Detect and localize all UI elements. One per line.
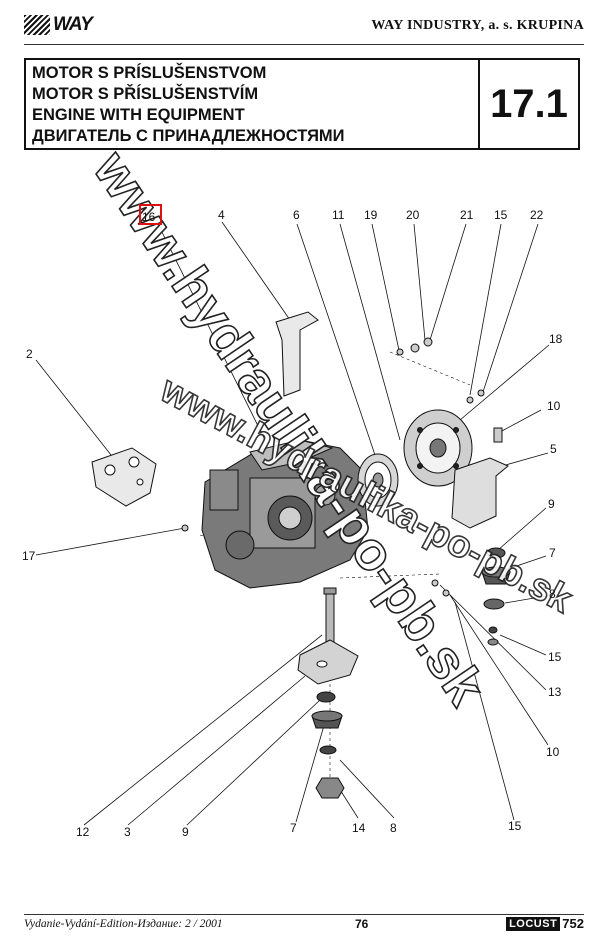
callout-22: 22 <box>530 208 544 222</box>
callout-15-mid: 15 <box>548 650 562 664</box>
title-slovak: MOTOR S PRÍSLUŠENSTVOM <box>32 64 267 82</box>
callout-20: 20 <box>406 208 420 222</box>
header-divider <box>24 44 584 45</box>
callout-12: 12 <box>76 825 90 839</box>
callout-9-right: 9 <box>548 497 555 511</box>
callout-6: 6 <box>293 208 300 222</box>
callout-labels: 16 4 6 11 19 20 21 15 22 18 10 2 5 9 17 … <box>22 208 563 839</box>
title-block: MOTOR S PRÍSLUŠENSTVOM MOTOR S PŘÍSLUŠEN… <box>24 58 580 150</box>
title-russian: ДВИГАТЕЛЬ С ПРИНАДЛЕЖНОСТЯМИ <box>32 127 345 145</box>
brand-mark: LOCUST 752 <box>506 916 584 931</box>
callout-7-right: 7 <box>549 546 556 560</box>
callout-11: 11 <box>332 208 345 222</box>
title-czech: MOTOR S PŘÍSLUŠENSTVÍM <box>32 85 259 103</box>
callout-14: 14 <box>352 821 366 835</box>
callout-16: 16 <box>142 210 156 224</box>
callout-9-bottom: 9 <box>182 825 189 839</box>
edition-info: Vydanie-Vydání-Edition-Издание: 2 / 2001 <box>24 918 223 930</box>
callout-17: 17 <box>22 549 36 563</box>
mount-stack-right <box>481 547 511 646</box>
leader-lines <box>35 221 550 826</box>
logo-text: WAY <box>53 14 93 35</box>
callout-3: 3 <box>124 825 131 839</box>
callout-7-bottom: 7 <box>290 821 297 835</box>
page-number: 76 <box>355 917 369 931</box>
way-logo: WAY <box>24 14 93 36</box>
small-fasteners <box>181 337 503 597</box>
callout-13: 13 <box>548 685 562 699</box>
callout-10-bottom: 10 <box>546 745 560 759</box>
callout-10-top: 10 <box>547 399 561 413</box>
engine-block <box>201 439 369 589</box>
pulley-part-6 <box>357 453 399 507</box>
brand-name: LOCUST <box>506 916 561 931</box>
callout-8-bottom: 8 <box>390 821 397 835</box>
title-english: ENGINE WITH EQUIPMENT <box>32 106 245 124</box>
callout-21: 21 <box>460 208 474 222</box>
bracket-part-2 <box>91 447 157 507</box>
title-lines: MOTOR S PRÍSLUŠENSTVOM MOTOR S PŘÍSLUŠEN… <box>32 63 345 147</box>
callout-18: 18 <box>549 332 563 346</box>
footer-divider <box>24 914 584 915</box>
bracket-part-4 <box>275 311 319 397</box>
callout-15-bottom: 15 <box>508 819 522 833</box>
flywheel-part-18 <box>403 409 473 487</box>
highlight-box-callout-16 <box>139 204 162 225</box>
model-number: 752 <box>562 916 584 931</box>
section-number: 17.1 <box>478 60 578 148</box>
callout-15-top: 15 <box>494 208 508 222</box>
mount-stack-bottom <box>297 587 359 799</box>
callout-19: 19 <box>364 208 378 222</box>
callout-8-right: 8 <box>549 587 556 601</box>
callout-2: 2 <box>26 347 33 361</box>
callout-5: 5 <box>550 442 557 456</box>
callout-4: 4 <box>218 208 225 222</box>
bracket-part-5 <box>451 457 509 529</box>
logo-stripes-icon <box>24 15 50 35</box>
company-name: WAY INDUSTRY, a. s. KRUPINA <box>371 18 584 33</box>
